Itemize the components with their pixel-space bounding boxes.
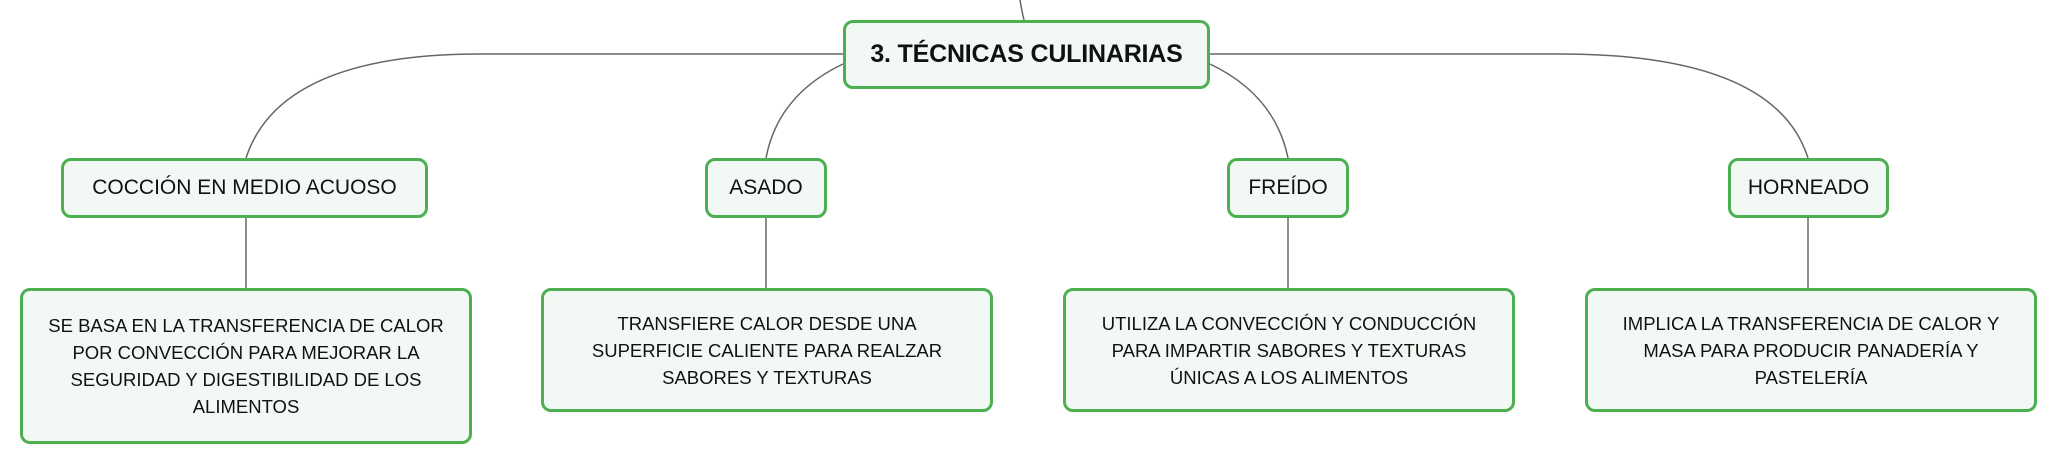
root-node[interactable]: 3. TÉCNICAS CULINARIAS [843, 20, 1210, 89]
connector-root-topic-1 [765, 63, 844, 159]
topic-node-freido[interactable]: FREÍDO [1227, 158, 1349, 218]
topic-node-asado[interactable]: ASADO [705, 158, 827, 218]
topic-label: FREÍDO [1248, 176, 1328, 199]
description-text: TRANSFIERE CALOR DESDE UNA SUPERFICIE CA… [591, 312, 943, 388]
connector-root-topic-0 [245, 53, 843, 159]
topic-node-horneado[interactable]: HORNEADO [1728, 158, 1889, 218]
connector-root-topic-3 [1210, 53, 1809, 159]
description-node-coccion[interactable]: SE BASA EN LA TRANSFERENCIA DE CALOR POR… [20, 288, 472, 444]
topic-label: HORNEADO [1747, 176, 1870, 199]
description-node-asado[interactable]: TRANSFIERE CALOR DESDE UNA SUPERFICIE CA… [541, 288, 993, 412]
topic-label: ASADO [729, 176, 803, 199]
description-text: SE BASA EN LA TRANSFERENCIA DE CALOR POR… [48, 315, 444, 417]
parent-connector [1019, 0, 1025, 21]
topic-node-coccion[interactable]: COCCIÓN EN MEDIO ACUOSO [61, 158, 428, 218]
topic-label: COCCIÓN EN MEDIO ACUOSO [92, 176, 397, 199]
description-text: IMPLICA LA TRANSFERENCIA DE CALOR Y MASA… [1622, 312, 2000, 388]
description-text: UTILIZA LA CONVECCIÓN Y CONDUCCIÓN PARA … [1101, 312, 1477, 388]
root-label: 3. TÉCNICAS CULINARIAS [870, 40, 1183, 68]
description-node-horneado[interactable]: IMPLICA LA TRANSFERENCIA DE CALOR Y MASA… [1585, 288, 2037, 412]
connector-root-topic-2 [1209, 63, 1289, 159]
description-node-freido[interactable]: UTILIZA LA CONVECCIÓN Y CONDUCCIÓN PARA … [1063, 288, 1515, 412]
